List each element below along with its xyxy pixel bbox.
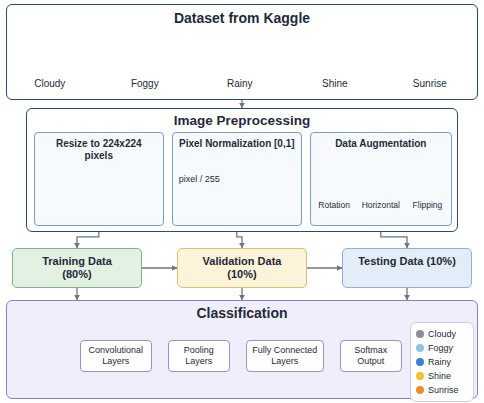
label-row: RotationHorizontalFlipping — [311, 200, 451, 210]
legend-swatch — [416, 372, 424, 380]
flow-arrow — [307, 267, 342, 268]
weather-icon-node: Sunrise — [400, 36, 460, 94]
node-sublabel: pixel / 255 — [179, 174, 243, 185]
preprocessing-panel: Image PreprocessingResize to 224x224 pix… — [26, 108, 458, 232]
dataset-panel: Dataset from KaggleCloudy Foggy Rainy Shine… — [6, 4, 478, 100]
node-label: Shine — [305, 78, 365, 90]
data-split-box: Training Data (80%) — [12, 248, 142, 288]
legend-swatch — [416, 386, 424, 394]
flow-arrow — [142, 267, 177, 268]
node-label: Cloudy — [20, 78, 80, 90]
legend-label: Foggy — [428, 343, 453, 354]
process-box: Pixel Normalization [0,1] pixel / 255 — [172, 132, 302, 226]
node-label: Training Data (80%) — [27, 255, 127, 281]
weather-icon-node: Cloudy — [20, 36, 80, 94]
layer-box: Pooling Layers — [168, 340, 230, 372]
legend-row: Rainy — [416, 355, 468, 369]
legend-label: Sunrise — [428, 385, 459, 396]
legend-swatch — [416, 358, 424, 366]
process-box: Data AugmentationRotationHorizontalFlipp… — [310, 132, 452, 226]
node-sublabel: Rotation — [311, 200, 357, 210]
legend-row: Shine — [416, 369, 468, 383]
node-sublabel: Horizontal — [358, 200, 404, 210]
flow-arrow — [241, 100, 242, 108]
node-sublabel: Flipping — [404, 200, 450, 210]
data-split-box: Testing Data (10%) — [342, 248, 472, 288]
weather-icon-node: Rainy — [210, 36, 270, 94]
layer-box: Convolutional Layers — [80, 340, 152, 372]
process-box: Resize to 224x224 pixels — [34, 132, 164, 226]
flow-arrow — [76, 288, 77, 300]
node-label: Pooling Layers — [170, 345, 228, 367]
legend-swatch — [416, 330, 424, 338]
data-split-box: Validation Data (10%) — [177, 248, 307, 288]
node-label: Pixel Normalization [0,1] — [176, 138, 298, 150]
legend-box: CloudyFoggyRainyShineSunrise — [410, 322, 474, 402]
legend-row: Sunrise — [416, 383, 468, 397]
classification-panel: ClassificationConvolutional Layers Poolin… — [6, 300, 478, 399]
legend-label: Shine — [428, 371, 451, 382]
node-label: Dataset from Kaggle — [92, 10, 392, 27]
node-label: Image Preprocessing — [92, 113, 392, 129]
weather-icon-node: Shine — [305, 36, 365, 94]
node-label: Softmax Output — [342, 345, 400, 367]
node-label: Rainy — [210, 78, 270, 90]
node-label: Foggy — [115, 78, 175, 90]
flow-arrow — [406, 288, 407, 300]
legend-swatch — [416, 344, 424, 352]
legend-label: Rainy — [428, 357, 451, 368]
node-label: Data Augmentation — [313, 138, 449, 150]
legend-row: Cloudy — [416, 327, 468, 341]
layer-box: Softmax Output — [340, 340, 402, 372]
layer-box: Fully Connected Layers — [246, 340, 324, 372]
node-label: Convolutional Layers — [82, 345, 150, 367]
node-label: Classification — [142, 305, 342, 322]
node-label: Resize to 224x224 pixels — [54, 138, 144, 162]
legend-row: Foggy — [416, 341, 468, 355]
node-label: Sunrise — [400, 78, 460, 90]
weather-icon-node: Foggy — [115, 36, 175, 94]
legend-label: Cloudy — [428, 329, 456, 340]
node-label: Testing Data (10%) — [357, 255, 457, 268]
node-label: Validation Data (10%) — [190, 255, 294, 281]
node-label: Fully Connected Layers — [248, 345, 322, 367]
flow-arrow — [241, 288, 242, 300]
